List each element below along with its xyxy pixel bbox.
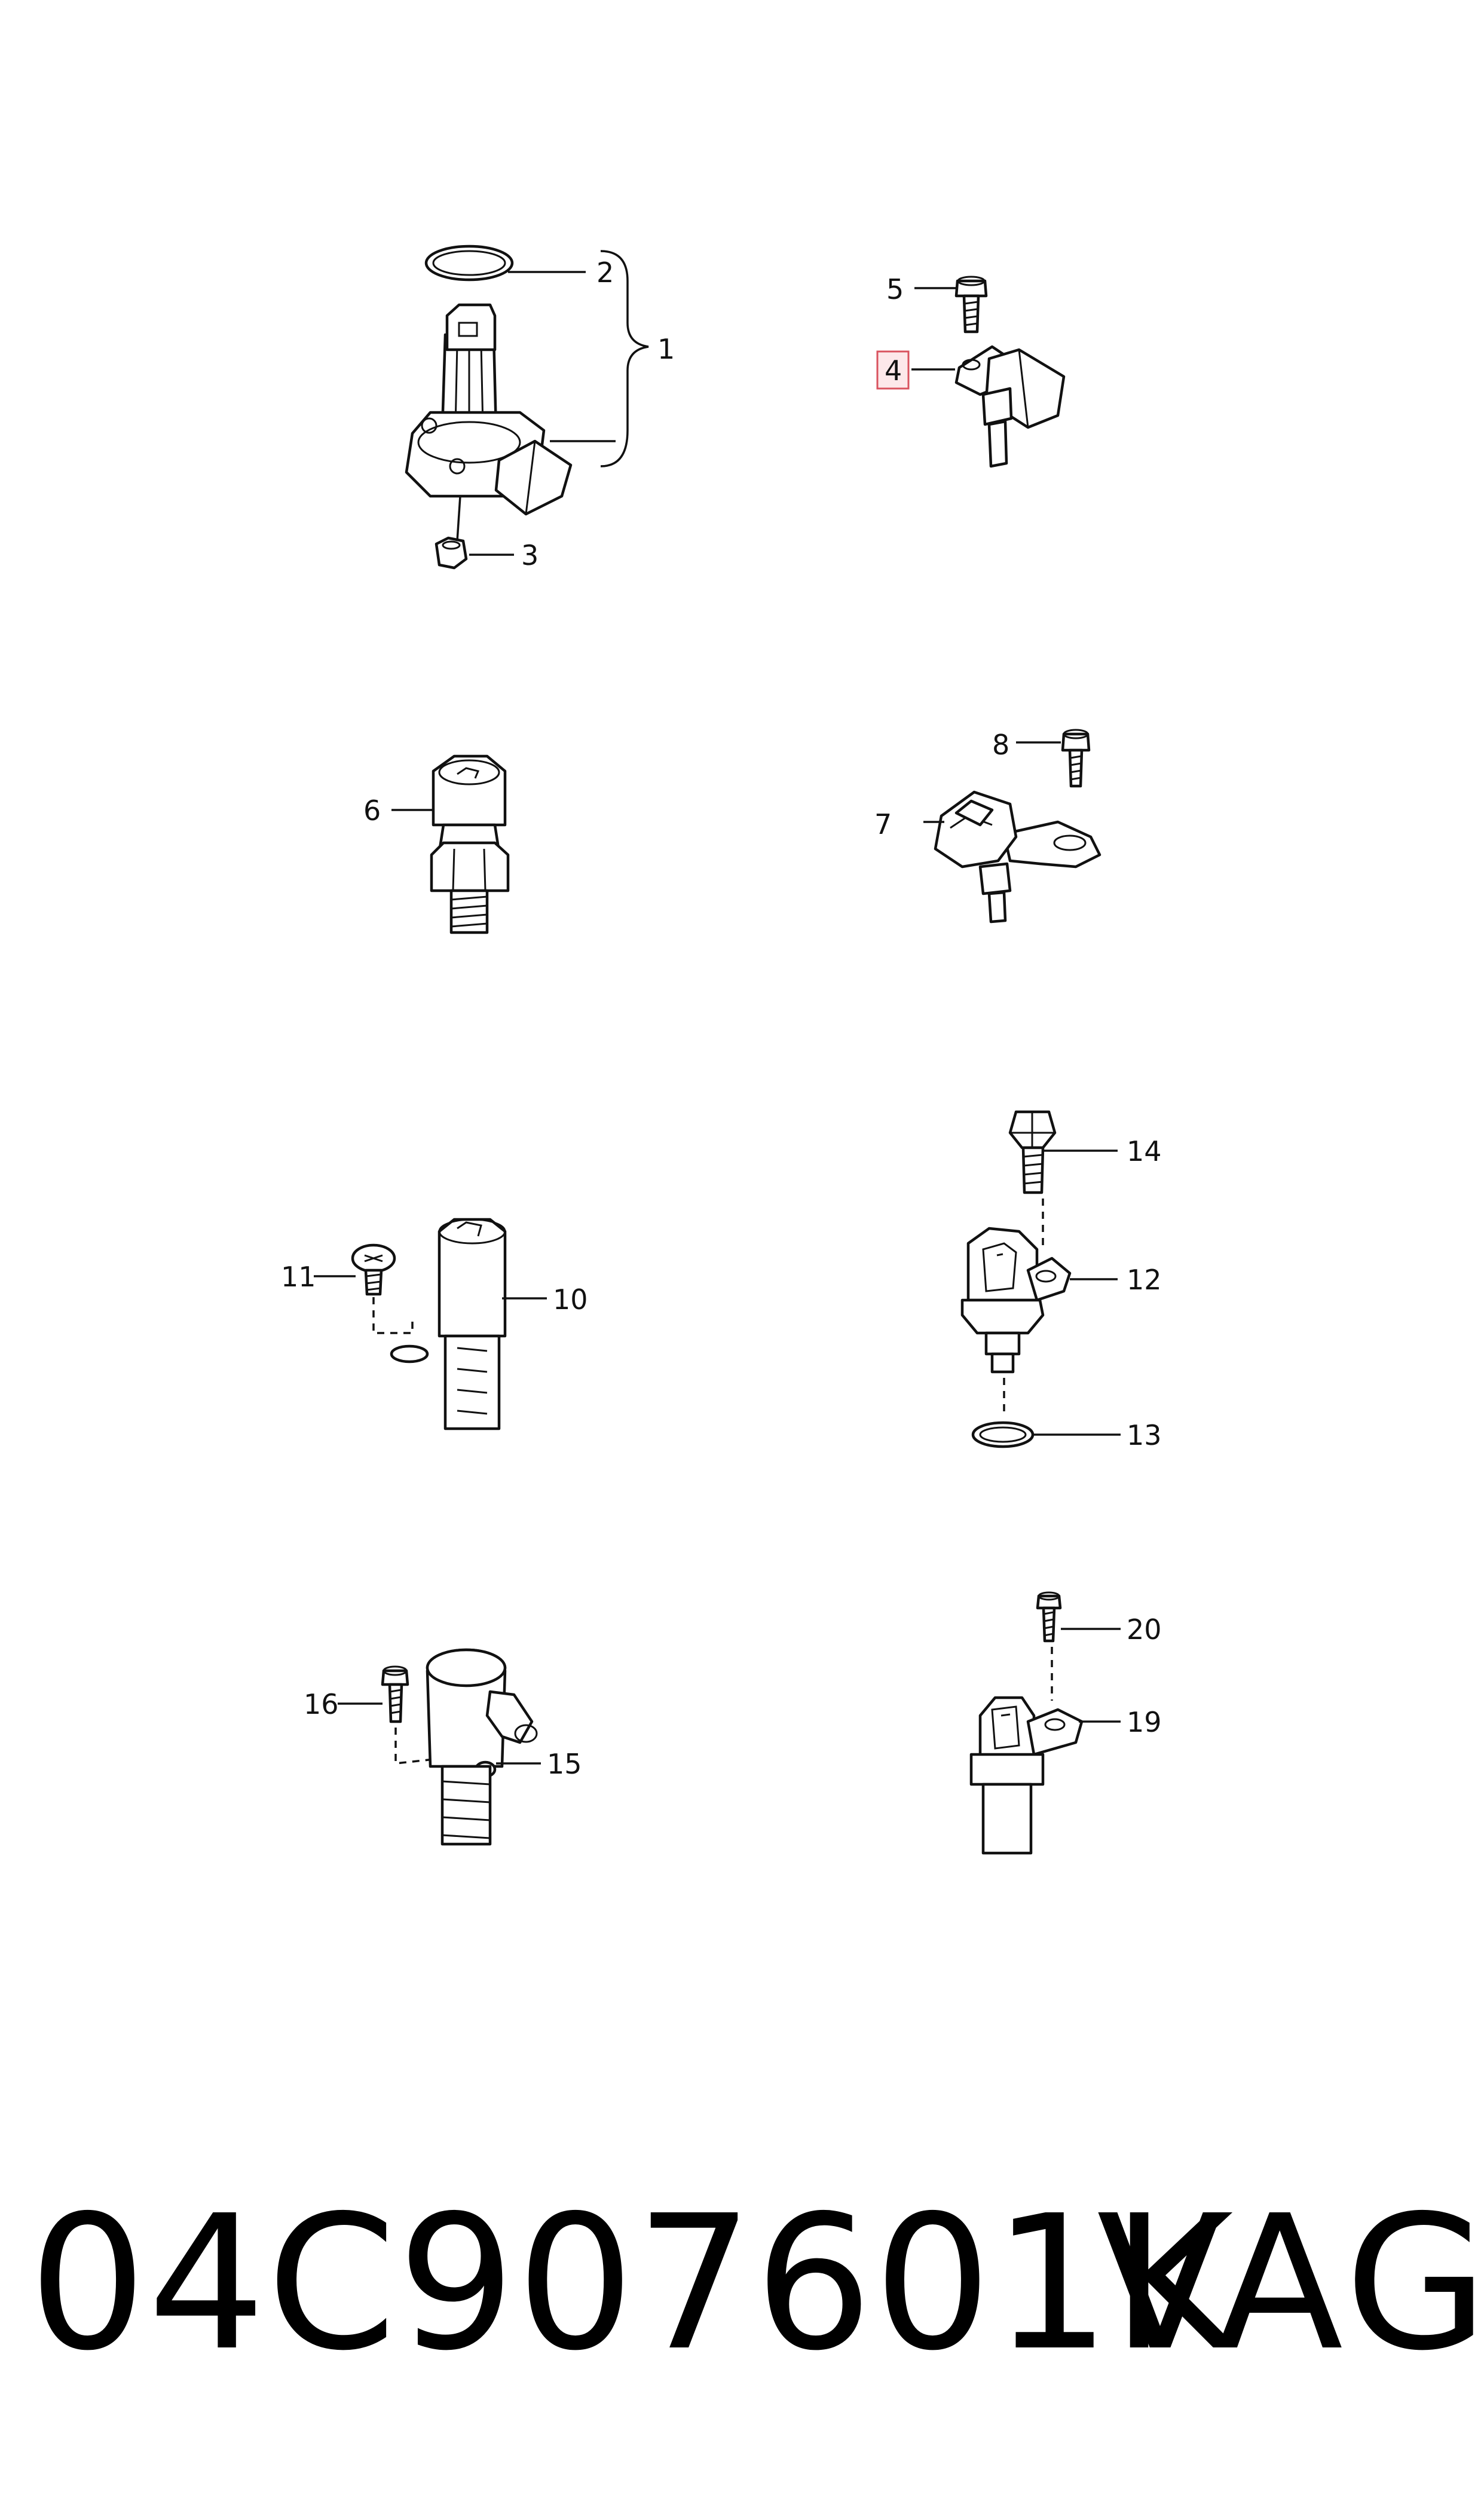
callout-15: 15: [547, 1748, 582, 1780]
solenoid-valve-assembly-10-11: 10 11: [281, 1218, 588, 1430]
o-ring-part-2: [424, 244, 514, 282]
callout-4[interactable]: 4: [885, 354, 902, 387]
brand-name: VAG: [1097, 2176, 1484, 2392]
sensor-assembly-12-13-14: 14 12 13: [960, 1110, 1162, 1451]
callout-8: 8: [992, 729, 1009, 761]
part-number: 04C907601K: [29, 2176, 1235, 2392]
callout-5: 5: [886, 273, 904, 305]
parts-diagram: 2 1 3 5 4 6: [281, 244, 1162, 1855]
callout-20: 20: [1127, 1613, 1162, 1646]
oil-pressure-switch-assembly: 6: [363, 754, 510, 934]
callout-19: 19: [1127, 1706, 1162, 1738]
callout-2: 2: [596, 256, 614, 289]
sensor-assembly-4-5: 5 4: [876, 273, 1066, 468]
callout-12: 12: [1127, 1264, 1162, 1296]
callout-11: 11: [281, 1261, 316, 1293]
sensor-assembly-7-8: 7 8: [874, 729, 1101, 924]
callout-16: 16: [304, 1688, 339, 1720]
callout-6: 6: [363, 794, 381, 827]
callout-10: 10: [553, 1283, 588, 1316]
callout-14: 14: [1127, 1135, 1162, 1167]
callout-7: 7: [874, 808, 892, 840]
oil-level-sensor-assembly: 2 1 3: [405, 244, 675, 571]
highlight-box-4: [876, 350, 910, 390]
callout-1: 1: [657, 333, 675, 365]
callout-13: 13: [1127, 1419, 1162, 1451]
sensor-assembly-19-20: 20 19: [969, 1591, 1162, 1855]
valve-assembly-15-16: 15 16: [304, 1648, 582, 1846]
callout-3: 3: [521, 539, 538, 571]
